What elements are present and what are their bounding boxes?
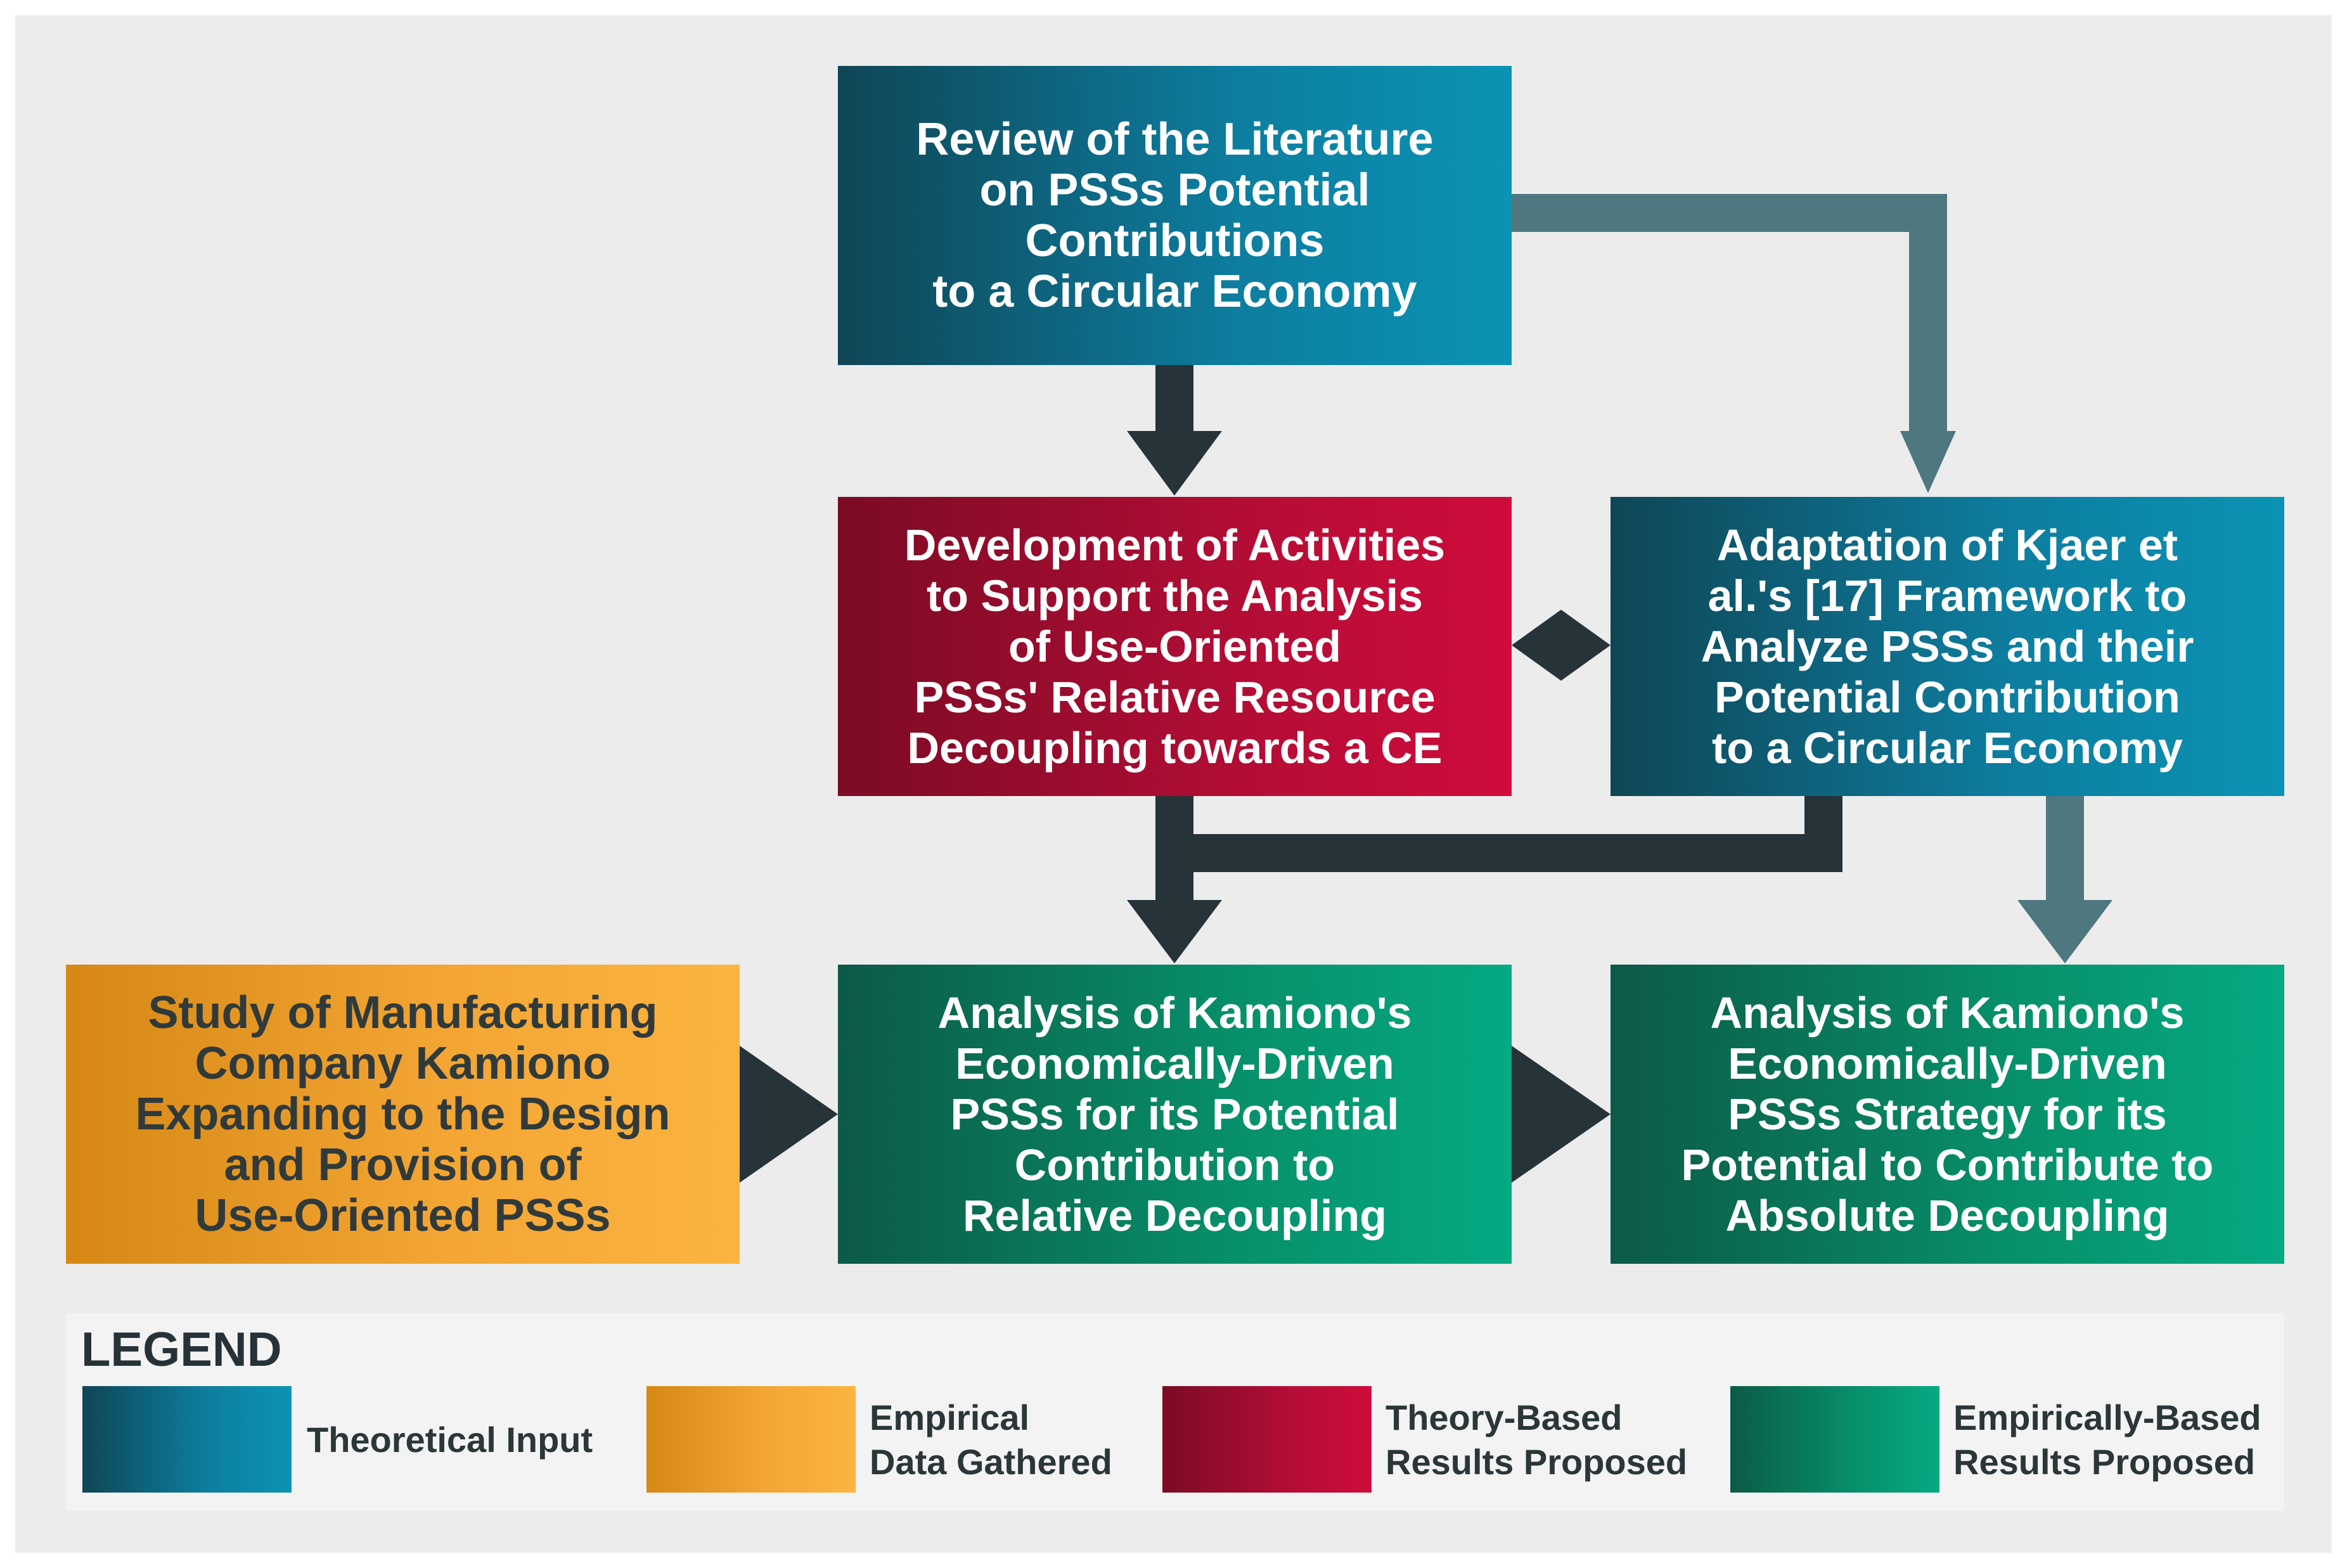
- legend-swatch-theoretical-input: [82, 1386, 292, 1493]
- box-text-line: Decoupling towards a CE: [907, 723, 1443, 773]
- box-text-line: to a Circular Economy: [932, 266, 1417, 317]
- box-company-study: Study of Manufacturing Company Kamiono E…: [66, 965, 740, 1264]
- box-text-line: Analysis of Kamiono's: [1710, 988, 2185, 1038]
- arrow-review-to-development-head: [1127, 431, 1222, 496]
- arrow-study-to-relative: [740, 1046, 838, 1183]
- legend-label-line: Results Proposed: [1953, 1442, 2256, 1482]
- box-framework-adaptation: Adaptation of Kjaer et al.'s [17] Framew…: [1611, 497, 2284, 796]
- box-text-regular: and: [224, 1140, 318, 1190]
- legend-label-line: Data Gathered: [870, 1442, 1112, 1482]
- arrow-review-to-adaptation-head: [1900, 431, 1956, 493]
- legend-swatch-empirical-data: [646, 1386, 856, 1493]
- legend-label-theory-based-results: Theory-Based Results Proposed: [1386, 1389, 1687, 1491]
- box-text-line: Relative Decoupling: [962, 1191, 1387, 1240]
- legend-label-line: Theory-Based: [1386, 1398, 1623, 1437]
- box-text-line: Absolute Decoupling: [1725, 1191, 2170, 1240]
- box-text-line: Expanding to the Design: [135, 1089, 671, 1140]
- legend-label-empirical-data: Empirical Data Gathered: [870, 1389, 1112, 1491]
- legend-label-line: Empirical: [870, 1398, 1030, 1437]
- box-text-line: on PSSs Potential: [979, 165, 1370, 215]
- box-text-emphasis: Contribute to: [1935, 1140, 2214, 1190]
- box-text-line: Development of Activities: [904, 520, 1446, 570]
- box-text-emphasis: Contribution: [1014, 1140, 1281, 1190]
- arrow-merge-horizontal: [1155, 834, 1842, 872]
- box-text-line: Economically-Driven: [955, 1039, 1394, 1088]
- box-text-line: Potential Contribution: [1714, 672, 2180, 722]
- arrow-relative-to-absolute: [1512, 1046, 1611, 1183]
- legend-label-theoretical-input: Theoretical Input: [307, 1389, 593, 1491]
- box-text-line: of Use-Oriented: [1008, 622, 1342, 671]
- box-text-line: Potential to Contribute to: [1681, 1140, 2214, 1190]
- box-text-line: Economically-Driven: [1728, 1039, 2167, 1088]
- arrow-to-relative-head: [1127, 900, 1222, 963]
- legend-label-line: Theoretical Input: [307, 1420, 593, 1460]
- box-text-line: Review of the Literature: [916, 114, 1434, 165]
- box-text-line: PSSs' Relative Resource: [914, 672, 1436, 722]
- arrow-adaptation-to-absolute-head: [2017, 900, 2112, 963]
- box-text-regular: to: [1280, 1140, 1335, 1190]
- link-development-adaptation-diamond: [1512, 610, 1611, 681]
- legend-swatch-empirically-based-results: [1730, 1386, 1939, 1493]
- box-text-line: al.'s [17] Framework to: [1707, 571, 2187, 620]
- arrow-review-to-adaptation-h: [1512, 194, 1920, 232]
- legend: LEGEND Theoretical Input Empirical Data …: [66, 1313, 2284, 1511]
- box-development-of-activities: Development of Activities to Support the…: [838, 497, 1512, 796]
- box-absolute-decoupling-analysis: Analysis of Kamiono's Economically-Drive…: [1611, 965, 2284, 1264]
- box-text-line: Contributions: [1025, 215, 1325, 266]
- box-text-regular: Potential to: [1681, 1140, 1936, 1190]
- box-text-line: Company Kamiono: [195, 1038, 611, 1089]
- legend-label-empirically-based-results: Empirically-Based Results Proposed: [1953, 1389, 2261, 1491]
- box-text-line: Analyze PSSs and their: [1701, 622, 2194, 671]
- box-text-line: to a Circular Economy: [1712, 723, 2183, 773]
- arrow-review-to-adaptation-v: [1909, 194, 1947, 434]
- box-text-line: Adaptation of Kjaer et: [1716, 520, 2178, 570]
- box-text-line: to Support the Analysis: [926, 571, 1423, 620]
- box-text-line: Analysis of Kamiono's: [937, 988, 1412, 1038]
- arrow-adaptation-to-absolute-shaft: [2046, 796, 2084, 903]
- box-text-line: and Provision of: [135, 1140, 670, 1190]
- box-literature-review: Review of the Literature on PSSs Potenti…: [838, 66, 1512, 365]
- arrow-review-to-development-shaft: [1155, 365, 1193, 432]
- legend-label-line: Empirically-Based: [1953, 1398, 2261, 1437]
- box-text-line: Use-Oriented PSSs: [195, 1190, 611, 1241]
- box-text-emphasis: Provision of: [318, 1140, 582, 1190]
- box-text-line: Contribution to: [938, 1140, 1412, 1190]
- legend-label-line: Results Proposed: [1386, 1442, 1688, 1482]
- box-relative-decoupling-analysis: Analysis of Kamiono's Economically-Drive…: [838, 965, 1512, 1264]
- box-text-line: PSSs Strategy for its: [1728, 1089, 2167, 1139]
- box-text-line: Study of Manufacturing: [148, 987, 658, 1038]
- legend-title: LEGEND: [81, 1323, 282, 1377]
- box-text-line: PSSs for its Potential: [950, 1089, 1399, 1139]
- legend-swatch-theory-based-results: [1162, 1386, 1372, 1493]
